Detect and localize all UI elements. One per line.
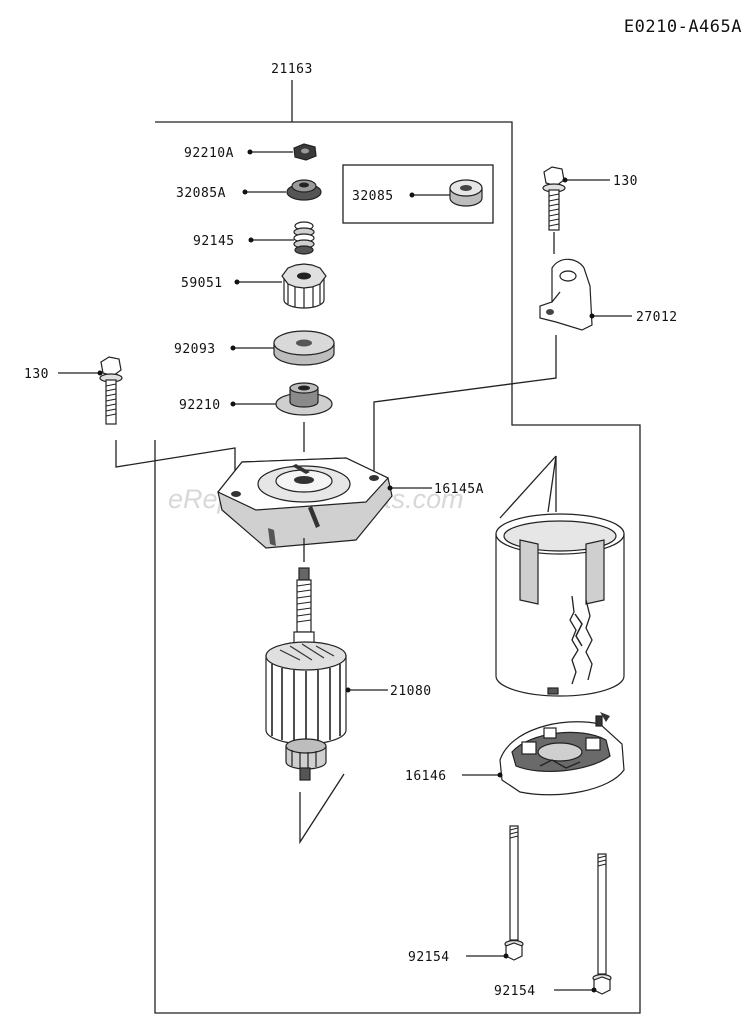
- label-27012[interactable]: 27012: [636, 310, 678, 325]
- diagram-id: E0210-A465A: [624, 17, 742, 37]
- inset-box-32085: [342, 164, 494, 224]
- part-27012-bracket[interactable]: [539, 258, 593, 331]
- part-21080-armature[interactable]: [265, 538, 347, 781]
- label-32085A[interactable]: 32085A: [176, 186, 226, 201]
- assembly-bracket-21163: [154, 80, 641, 1014]
- label-16146[interactable]: 16146: [405, 769, 447, 784]
- part-92210-flanged-nut[interactable]: [275, 382, 333, 416]
- leader-bracket-to-cover: [373, 335, 557, 473]
- part-130-bolt-left[interactable]: [99, 356, 123, 425]
- label-92154-b[interactable]: 92154: [494, 984, 536, 999]
- label-92210A[interactable]: 92210A: [184, 146, 234, 161]
- label-92145[interactable]: 92145: [193, 234, 235, 249]
- label-21163[interactable]: 21163: [271, 62, 313, 77]
- part-16146-brush-holder[interactable]: [499, 712, 625, 796]
- label-130-right[interactable]: 130: [613, 174, 638, 189]
- part-16145A-front-cover[interactable]: [217, 457, 393, 549]
- part-92154-through-bolt-b[interactable]: [592, 853, 612, 995]
- part-59051-pinion-gear[interactable]: [281, 263, 327, 309]
- label-92093[interactable]: 92093: [174, 342, 216, 357]
- part-92154-through-bolt-a[interactable]: [504, 825, 524, 961]
- starter-housing-yoke[interactable]: [495, 455, 625, 697]
- leader-armature-bottom: [299, 773, 345, 845]
- label-21080[interactable]: 21080: [390, 684, 432, 699]
- leader-bolt-to-cover: [115, 440, 236, 487]
- label-92154-a[interactable]: 92154: [408, 950, 450, 965]
- label-59051[interactable]: 59051: [181, 276, 223, 291]
- label-16145A[interactable]: 16145A: [434, 482, 484, 497]
- label-92210[interactable]: 92210: [179, 398, 221, 413]
- part-92145-spring[interactable]: [293, 221, 315, 255]
- label-130-left[interactable]: 130: [24, 367, 49, 382]
- part-92093-washer[interactable]: [273, 330, 335, 366]
- part-130-bolt-right[interactable]: [542, 166, 566, 231]
- label-32085[interactable]: 32085: [352, 189, 394, 204]
- part-92210A-nut[interactable]: [293, 143, 317, 161]
- part-32085-collar[interactable]: [449, 179, 483, 207]
- part-32085A-collar[interactable]: [286, 179, 322, 201]
